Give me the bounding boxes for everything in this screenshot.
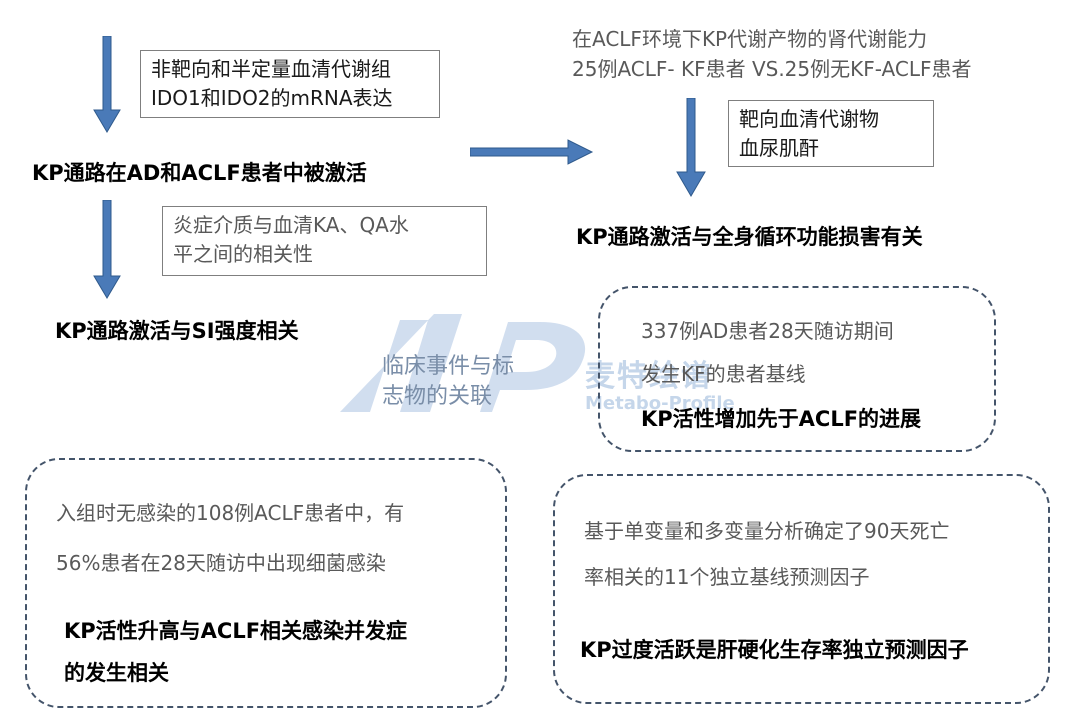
watermark-brand-en: Metabo-Profile [585,393,735,414]
method-box-line: 血尿肌酐 [739,136,819,160]
result-kp-activated: KP通路在AD和ACLF患者中被激活 [32,161,367,185]
panel-infection-conclusion: KP活性升高与ACLF相关感染并发症 的发生相关 [64,610,407,694]
watermark-center-text: 临床事件与标 志物的关联 [382,352,514,412]
panel-line: 基于单变量和多变量分析确定了90天死亡 [584,519,950,543]
panel-kf-baseline-conclusion: KP活性增加先于ACLF的进展 [641,407,922,431]
right-header-line: 25例ACLF- KF患者 VS.25例无KF-ACLF患者 [572,57,972,81]
panel-line: 337例AD患者28天随访期间 [641,319,894,343]
panel-survival [553,474,1050,704]
panel-line: 发生KF的患者基线 [641,362,806,386]
panel-line: 率相关的11个独立基线预测因子 [584,565,870,589]
watermark-logo [340,314,586,412]
method-box-targeted: 靶向血清代谢物 血尿肌酐 [728,100,934,167]
right-header-line: 在ACLF环境下KP代谢产物的肾代谢能力 [572,27,928,51]
arrow-down-left-1-icon [93,36,121,133]
arrow-down-left-2-icon [93,200,121,299]
panel-infection [25,458,507,708]
method-box-inflammation: 炎症介质与血清KA、QA水 平之间的相关性 [162,206,487,276]
panel-conclusion-line: 的发生相关 [64,661,169,685]
panel-line: 56%患者在28天随访中出现细菌感染 [56,551,386,575]
method-box-line: 炎症介质与血清KA、QA水 [173,213,409,237]
panel-infection-text: 入组时无感染的108例ACLF患者中，有 56%患者在28天随访中出现细菌感染 [56,488,404,588]
panel-survival-text: 基于单变量和多变量分析确定了90天死亡 率相关的11个独立基线预测因子 [584,508,949,600]
watermark-brand: 麦特绘谱 Metabo-Profile [585,360,735,414]
panel-line: 入组时无感染的108例ACLF患者中，有 [56,501,405,525]
watermark-center-line: 临床事件与标 [382,354,515,379]
result-circulation: KP通路激活与全身循环功能损害有关 [576,225,923,249]
panel-kf-baseline [598,286,996,452]
method-box-line: 靶向血清代谢物 [739,107,879,131]
watermark-brand-cn: 麦特绘谱 [585,359,713,394]
arrow-right-icon [470,139,594,165]
result-si-intensity: KP通路激活与SI强度相关 [55,319,299,343]
right-header-text: 在ACLF环境下KP代谢产物的肾代谢能力 25例ACLF- KF患者 VS.25… [572,24,971,84]
method-box-line: 非靶向和半定量血清代谢组 [151,57,391,81]
panel-kf-baseline-text: 337例AD患者28天随访期间 发生KF的患者基线 [641,310,894,396]
watermark-center-line: 志物的关联 [382,384,493,409]
method-box-line: 平之间的相关性 [173,242,313,266]
method-box-metabolomics: 非靶向和半定量血清代谢组 IDO1和IDO2的mRNA表达 [140,50,440,118]
panel-conclusion-line: KP活性升高与ACLF相关感染并发症 [64,619,408,643]
panel-survival-conclusion: KP过度活跃是肝硬化生存率独立预测因子 [580,638,969,662]
arrow-down-right-icon [676,98,706,197]
method-box-line: IDO1和IDO2的mRNA表达 [151,86,393,110]
